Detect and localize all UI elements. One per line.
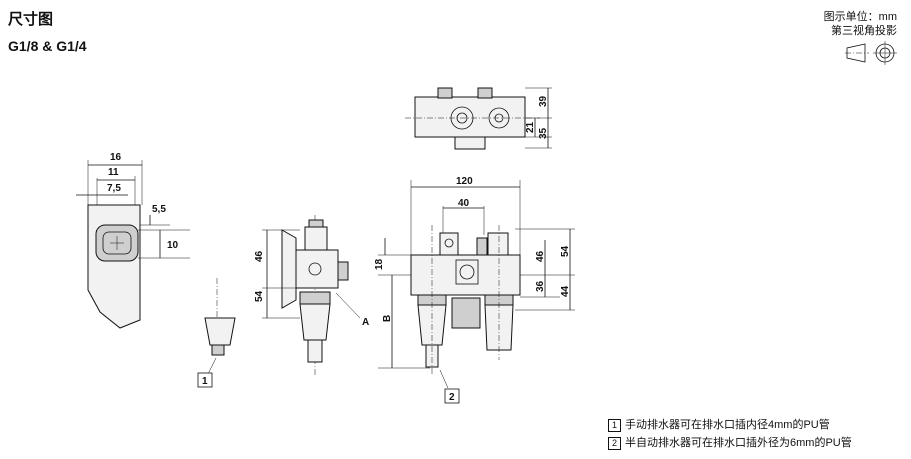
side-view: 46 54 A (254, 215, 369, 375)
label-a: A (362, 317, 369, 328)
callout-1: 1 (202, 376, 208, 387)
notes-list: 1 手动排水器可在排水口插内径4mm的PU管 2 半自动排水器可在排水口插外径为… (608, 416, 852, 452)
unit-info: 图示单位：mm 第三视角投影 (824, 10, 897, 38)
dim-40: 40 (458, 198, 470, 209)
dim-39: 39 (538, 95, 549, 107)
third-angle-projection-icon (845, 41, 897, 65)
manual-drain-detail: 1 (197, 278, 236, 388)
note-item: 2 半自动排水器可在排水口插外径为6mm的PU管 (608, 434, 852, 452)
dim-36: 36 (535, 280, 546, 292)
note-number-box: 1 (608, 418, 621, 432)
dim-54-side: 54 (254, 290, 265, 302)
dim-21: 21 (525, 121, 536, 133)
top-view: 39 21 35 (405, 87, 552, 150)
bracket-detail: 16 11 7,5 5,5 10 (76, 152, 190, 329)
dim-11: 11 (108, 167, 119, 178)
note-text: 半自动排水器可在排水口插外径为6mm的PU管 (625, 437, 852, 449)
dim-18: 18 (374, 258, 385, 270)
dim-5-5: 5,5 (152, 204, 166, 215)
callout-2: 2 (449, 392, 455, 403)
page-title: 尺寸图 (8, 11, 54, 28)
projection-line: 第三视角投影 (831, 25, 897, 37)
dim-7-5: 7,5 (107, 183, 121, 194)
page-subtitle: G1/8 & G1/4 (8, 38, 87, 54)
note-text: 手动排水器可在排水口插内径4mm的PU管 (625, 419, 830, 431)
dim-46-front: 46 (535, 250, 546, 262)
note-number-box: 2 (608, 436, 621, 450)
front-view: 120 40 18 B 46 (374, 176, 575, 404)
dim-10: 10 (167, 240, 179, 251)
dim-16: 16 (110, 152, 122, 163)
unit-line: 图示单位：mm (823, 11, 897, 23)
dim-46-side: 46 (254, 250, 265, 262)
dim-35: 35 (538, 127, 549, 139)
dim-54-front: 54 (560, 245, 571, 257)
note-item: 1 手动排水器可在排水口插内径4mm的PU管 (608, 416, 852, 434)
label-b: B (382, 315, 393, 322)
dim-44: 44 (560, 285, 571, 297)
dim-120: 120 (456, 176, 473, 187)
